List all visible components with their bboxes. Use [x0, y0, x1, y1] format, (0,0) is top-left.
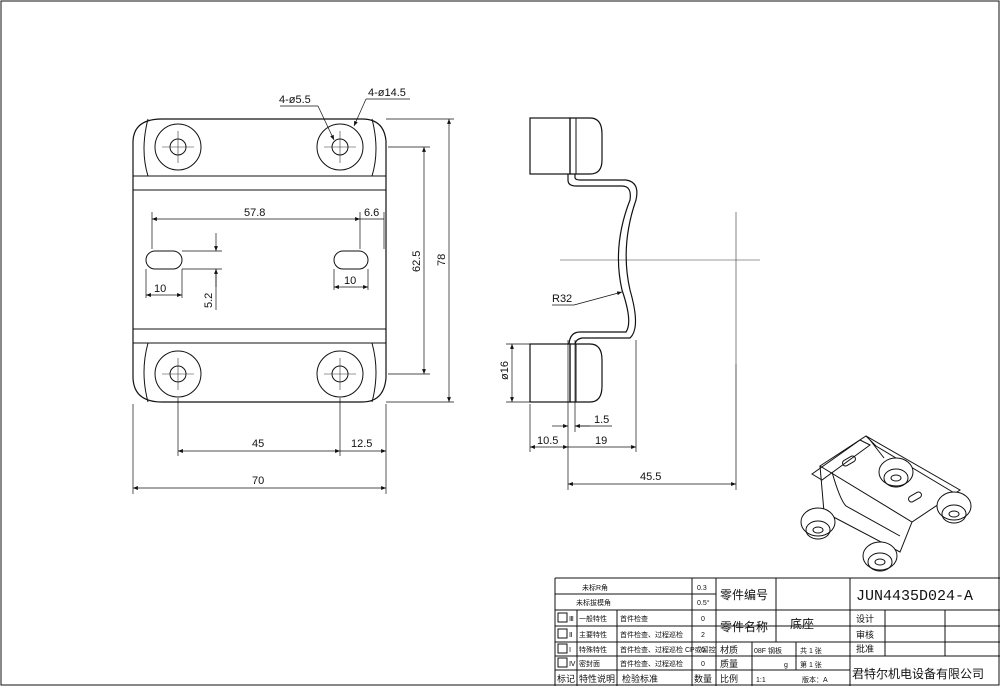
tb-char-qty-3: 0: [701, 647, 705, 654]
tb-footer-char: 特性说明: [579, 673, 615, 684]
tb-material: 08F 钢板: [754, 646, 782, 655]
tb-char-name-1: 一般特性: [579, 614, 607, 623]
tb-undef-draft-val: 0.5°: [697, 599, 710, 607]
dim-hole-edge: 12.5: [351, 438, 372, 450]
tb-scale: 1:1: [756, 677, 766, 684]
tb-part-name-label: 零件名称: [720, 619, 768, 634]
tb-undef-r-val: 0.3: [697, 585, 707, 592]
dim-slot-offset: 6.6: [364, 207, 379, 219]
tb-part-no: JUN4435D024-A: [856, 588, 973, 605]
tb-version: 版本：A: [802, 675, 828, 684]
tb-review: 审核: [856, 629, 874, 640]
plate-outline: [132, 118, 387, 403]
tb-char-code-4: Ⅳ: [569, 661, 576, 668]
tb-sheets-total: 共 1 张: [800, 646, 822, 655]
tb-undef-r: 未标R角: [582, 583, 608, 592]
tb-char-qty-1: 0: [701, 616, 705, 623]
dim-slot-len-left: 10: [154, 283, 166, 295]
title-block: 未标R角 0.3 未标拔模角 0.5° 零件编号 JUN4435D024-A 零…: [554, 577, 1000, 686]
dim-depth: 19: [595, 435, 607, 447]
dim-hole-pitch: 45: [252, 438, 264, 450]
tb-material-label: 材质: [720, 644, 738, 655]
dim-height-total: 78: [436, 254, 448, 266]
tb-design: 设计: [856, 613, 874, 624]
tb-footer-qty: 数量: [694, 673, 712, 684]
hole-bottom-right: [316, 350, 364, 398]
tb-footer-mark: 标记: [557, 673, 575, 684]
tb-char-qty-4: 0: [701, 661, 705, 668]
bracket-profile: [567, 174, 631, 345]
dim-height-inner: 62.5: [411, 251, 423, 272]
tb-char-check-4: 首件检查、过程巡检: [620, 659, 683, 668]
tb-char-check-2: 首件检查、过程巡检: [620, 630, 683, 639]
slot-left: [145, 250, 183, 270]
tb-approve: 批准: [856, 643, 874, 654]
tb-char-qty-2: 2: [701, 632, 705, 639]
tb-company: 君特尔机电设备有限公司: [852, 666, 984, 681]
isometric-view: [800, 435, 972, 572]
dim-slot-width: 5.2: [203, 293, 215, 308]
tb-sheet-no: 第 1 张: [800, 660, 822, 669]
tb-char-check-3: 首件检查、过程巡检 CP或留控: [620, 645, 716, 654]
tb-char-name-2: 主要特性: [579, 630, 607, 639]
tb-undef-draft: 未标拔模角: [576, 598, 611, 607]
tb-char-check-1: 首件检查: [620, 614, 648, 623]
hole-top-right: [316, 123, 364, 171]
dim-total-depth: 45.5: [640, 471, 661, 483]
tb-footer-std: 检验标准: [622, 673, 658, 684]
callout-small-holes: 4-ø5.5: [279, 94, 311, 106]
tb-char-name-4: 密封面: [579, 659, 600, 668]
tb-part-no-label: 零件编号: [720, 587, 768, 602]
dim-width-total: 70: [252, 475, 264, 487]
dim-offset: 10.5: [537, 435, 558, 447]
dim-diameter: ø16: [499, 361, 511, 380]
tb-char-code-2: Ⅱ: [569, 632, 572, 639]
tb-part-name: 底座: [790, 616, 814, 631]
dim-slot-len-right: 10: [344, 275, 356, 287]
hole-bottom-left: [154, 350, 202, 398]
tb-char-code-1: Ⅲ: [569, 616, 574, 623]
callout-large-holes: 4-ø14.5: [368, 87, 406, 99]
tb-char-code-3: Ⅰ: [569, 647, 571, 654]
dim-slot-span: 57.8: [244, 207, 265, 219]
tb-mass: g: [784, 662, 788, 669]
side-view: R32 ø16 1.5 10.5 19 45.5: [499, 117, 760, 490]
front-view: 4-ø5.5 4-ø14.5 57.8 6.6 10 10 5.2 62.: [132, 87, 454, 494]
tb-char-name-3: 特殊特性: [579, 645, 607, 654]
tb-mass-label: 质量: [720, 658, 738, 669]
tb-scale-label: 比例: [720, 673, 738, 684]
dim-radius: R32: [552, 293, 572, 305]
dim-thickness: 1.5: [594, 414, 609, 426]
hole-top-left: [154, 123, 202, 171]
slot-right: [333, 250, 369, 270]
